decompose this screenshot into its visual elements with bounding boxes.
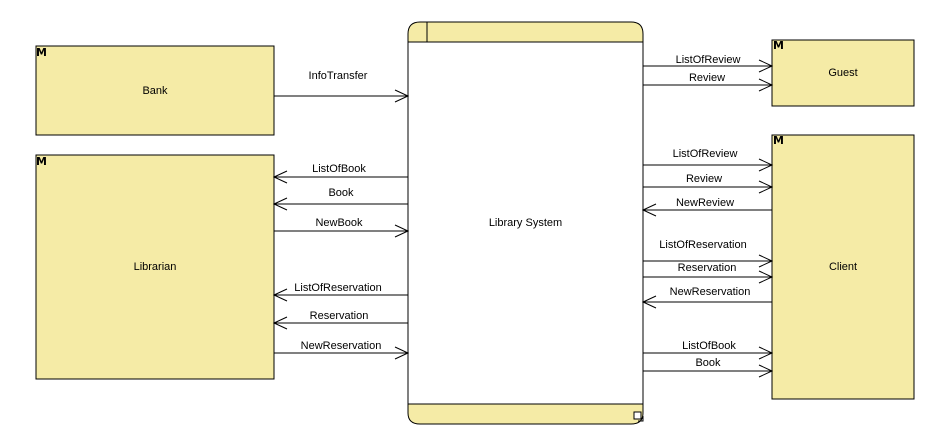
flow-label: Review bbox=[689, 72, 725, 84]
flow-client-newreservation[interactable]: NewReservation bbox=[641, 286, 772, 309]
library-system-label: Library System bbox=[489, 217, 562, 229]
flow-client-reservation[interactable]: Reservation bbox=[643, 262, 774, 284]
external-entity-marker-icon: M bbox=[36, 46, 47, 59]
flow-client-listofbook[interactable]: ListOfBook bbox=[643, 340, 774, 360]
flow-label: InfoTransfer bbox=[309, 70, 368, 82]
flow-label: ListOfReservation bbox=[294, 282, 381, 294]
flow-guest-review[interactable]: Review bbox=[643, 72, 774, 92]
flow-librarian-listofreservation[interactable]: ListOfReservation bbox=[272, 282, 408, 302]
flow-label: ListOfBook bbox=[312, 163, 366, 175]
flow-label: Reservation bbox=[678, 262, 737, 274]
client-entity[interactable]: M Client bbox=[771, 134, 915, 400]
flow-label: NewBook bbox=[315, 217, 363, 229]
flow-librarian-book[interactable]: Book bbox=[272, 187, 408, 211]
flow-label: ListOfReservation bbox=[659, 239, 746, 251]
flow-client-listofreservation[interactable]: ListOfReservation bbox=[643, 239, 774, 268]
library-system-process[interactable]: Library System bbox=[407, 21, 644, 425]
flow-client-listofreview[interactable]: ListOfReview bbox=[643, 148, 774, 172]
flow-librarian-newbook[interactable]: NewBook bbox=[274, 217, 410, 238]
flow-label: Review bbox=[686, 173, 722, 185]
flow-client-newreview[interactable]: NewReview bbox=[641, 197, 772, 217]
librarian-label: Librarian bbox=[134, 261, 177, 273]
external-entity-marker-icon: M bbox=[773, 134, 784, 147]
bank-entity[interactable]: M Bank bbox=[35, 45, 275, 136]
resize-handle-icon[interactable] bbox=[633, 411, 644, 422]
librarian-entity[interactable]: M Librarian bbox=[35, 154, 275, 380]
guest-label: Guest bbox=[828, 67, 857, 79]
flow-label: ListOfBook bbox=[682, 340, 736, 352]
flow-librarian-newreservation[interactable]: NewReservation bbox=[274, 340, 410, 360]
flow-librarian-reservation[interactable]: Reservation bbox=[272, 310, 408, 330]
flow-label: ListOfReview bbox=[676, 54, 741, 66]
flow-label: NewReview bbox=[676, 197, 734, 209]
flow-label: Reservation bbox=[310, 310, 369, 322]
external-entity-marker-icon: M bbox=[773, 39, 784, 52]
external-entity-marker-icon: M bbox=[36, 155, 47, 168]
client-label: Client bbox=[829, 261, 857, 273]
flow-label: ListOfReview bbox=[673, 148, 738, 160]
guest-entity[interactable]: M Guest bbox=[771, 39, 915, 107]
flow-client-review[interactable]: Review bbox=[643, 173, 774, 194]
flow-label: NewReservation bbox=[301, 340, 382, 352]
flow-librarian-listofbook[interactable]: ListOfBook bbox=[272, 163, 408, 184]
flow-client-book[interactable]: Book bbox=[643, 357, 774, 378]
bank-label: Bank bbox=[142, 85, 168, 97]
flow-label: NewReservation bbox=[670, 286, 751, 298]
flow-label: Book bbox=[328, 187, 354, 199]
flow-guest-listofreview[interactable]: ListOfReview bbox=[643, 54, 774, 73]
flow-bank-infotransfer[interactable]: InfoTransfer bbox=[274, 70, 410, 103]
flow-label: Book bbox=[695, 357, 721, 369]
